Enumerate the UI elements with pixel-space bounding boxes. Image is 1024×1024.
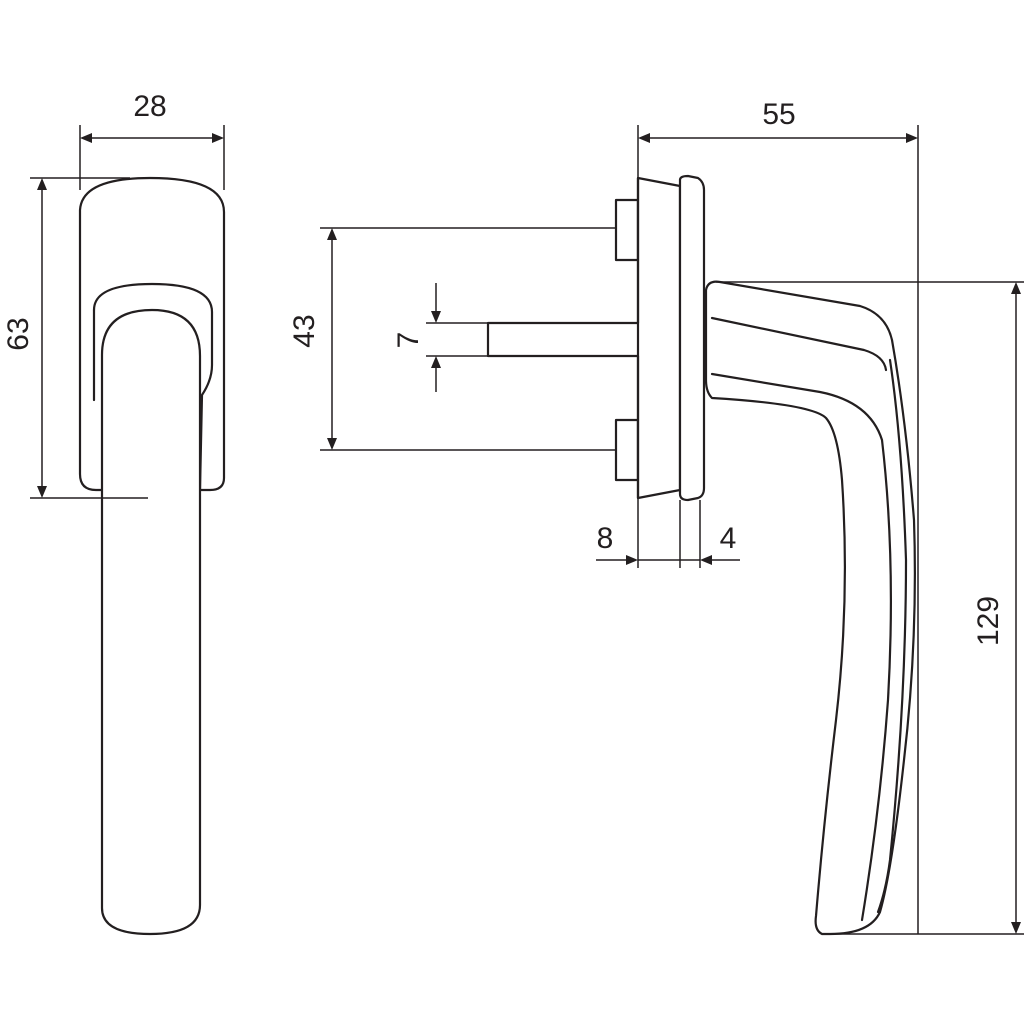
dimension-label-8: 8 <box>597 522 614 555</box>
rose-profile <box>636 176 682 500</box>
dimension-label-43: 43 <box>288 314 321 347</box>
dimension-7: 7 <box>392 283 488 392</box>
side-lever-inner-top <box>710 316 888 372</box>
side-lever-outline <box>704 280 916 936</box>
dimension-63: 63 <box>2 177 148 499</box>
dimension-label-7: 7 <box>392 332 425 349</box>
screw-bottom <box>614 418 640 482</box>
dimension-129: 129 <box>716 281 1024 935</box>
cover-plate <box>678 174 706 502</box>
dimension-43: 43 <box>288 227 616 451</box>
dimension-label-28: 28 <box>133 90 166 123</box>
dimension-label-63: 63 <box>2 317 35 350</box>
front-lever-outline <box>100 308 202 936</box>
front-neck-outline <box>92 282 214 492</box>
side-lever-ridge <box>876 358 908 914</box>
side-lever-inner-curve <box>710 372 893 922</box>
spindle <box>486 321 640 358</box>
dimension-label-129: 129 <box>972 596 1005 646</box>
screw-top <box>614 198 640 262</box>
dimension-28: 28 <box>79 90 225 190</box>
front-view <box>78 176 226 936</box>
dimension-label-55: 55 <box>762 98 795 131</box>
dimension-label-4: 4 <box>720 522 737 555</box>
dimension-8-4: 8 4 <box>596 498 740 568</box>
dimension-55: 55 <box>637 98 919 934</box>
side-view <box>486 174 916 936</box>
